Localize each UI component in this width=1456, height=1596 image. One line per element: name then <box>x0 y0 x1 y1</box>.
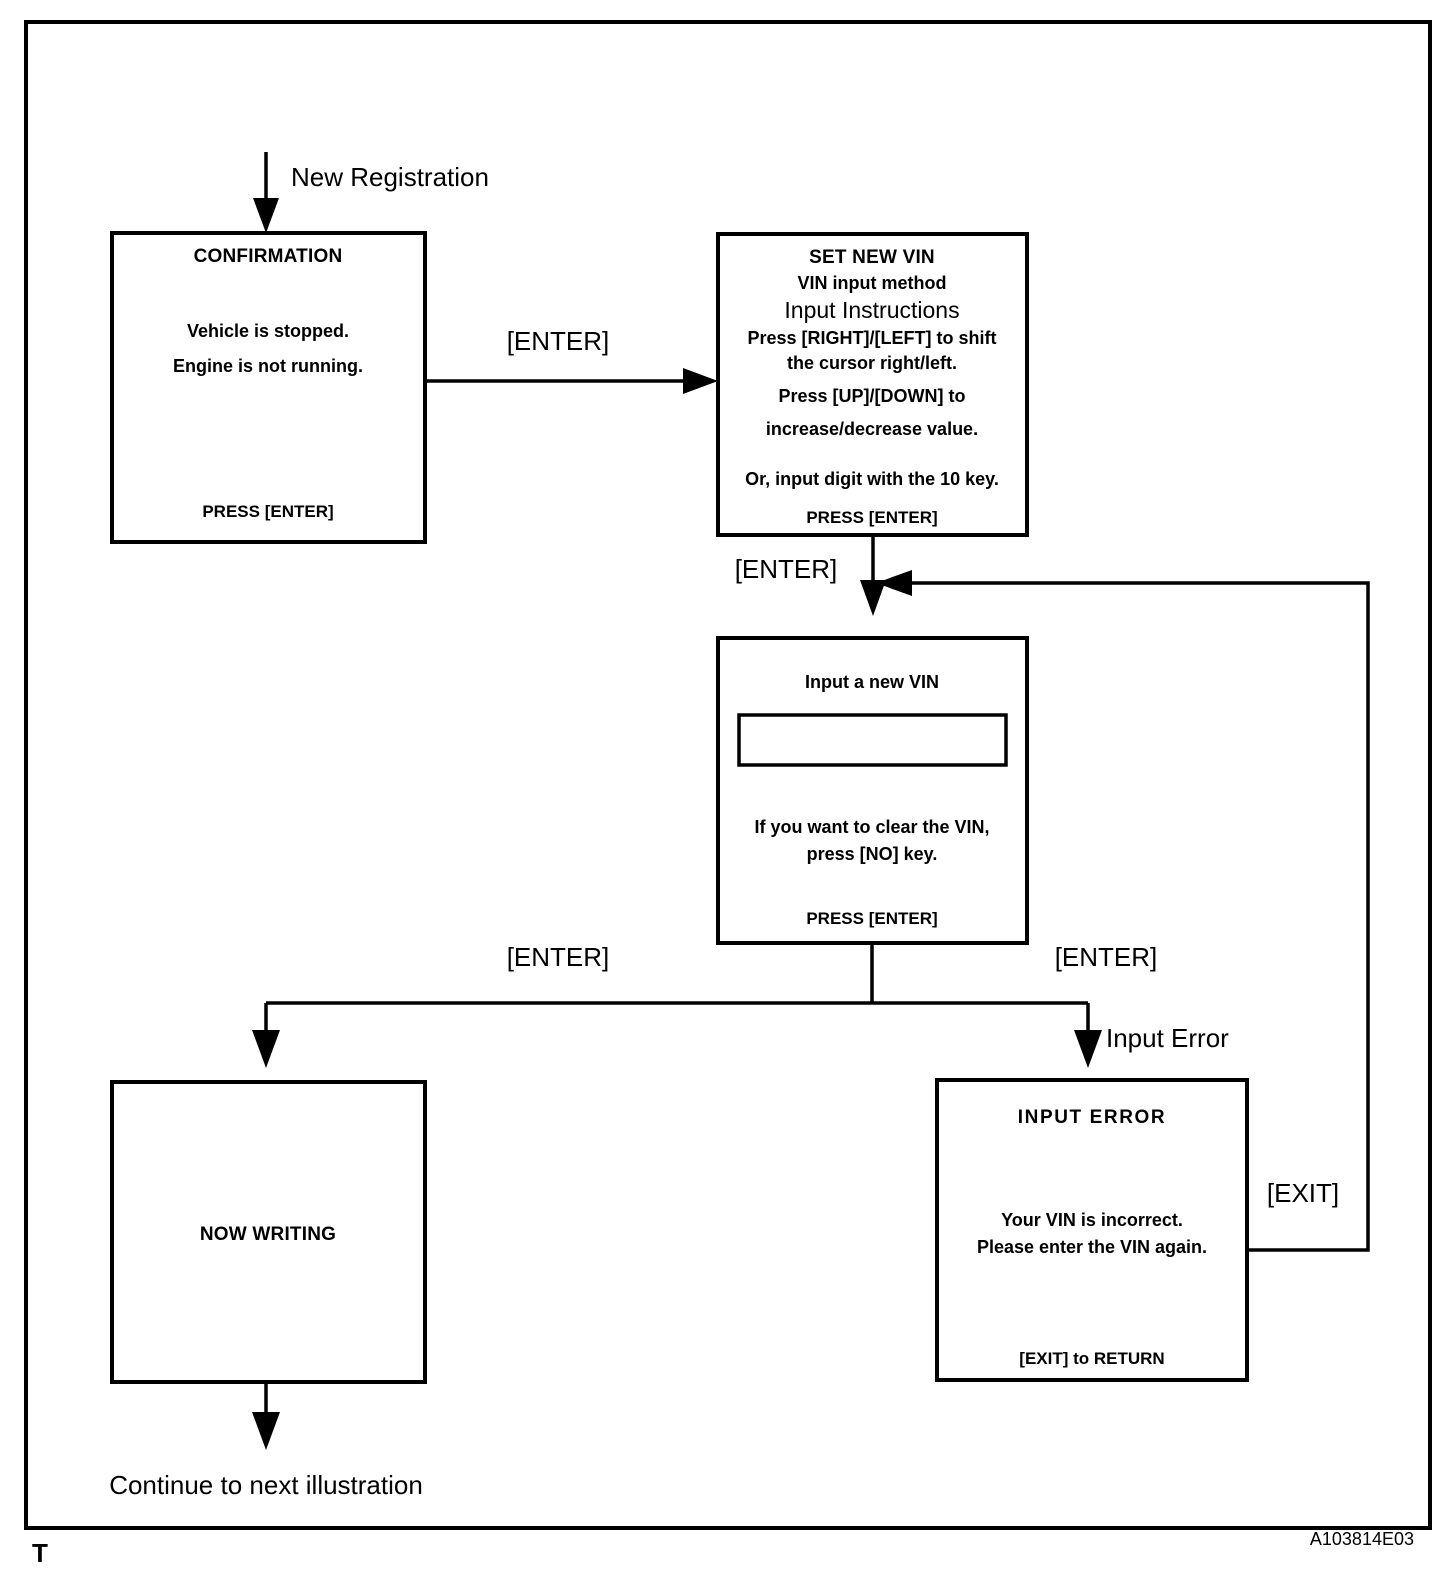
label-setvin-to-inputvin: [ENTER] <box>735 554 838 584</box>
confirmation-line-1: Vehicle is stopped. <box>187 321 349 341</box>
setvin-line-1: Press [RIGHT]/[LEFT] to shift <box>748 328 997 348</box>
entry-label: New Registration <box>291 162 489 192</box>
vin-input-field[interactable] <box>737 713 1008 767</box>
label-confirm-to-setvin: [ENTER] <box>507 326 610 356</box>
screen-now-writing[interactable]: NOW WRITING <box>110 1080 427 1384</box>
inputerror-footer: [EXIT] to RETURN <box>1019 1349 1164 1368</box>
inputerror-line-2: Please enter the VIN again. <box>977 1237 1207 1257</box>
confirmation-title: CONFIRMATION <box>194 246 343 267</box>
arrowhead-down-icon <box>860 580 886 616</box>
setvin-subtitle: VIN input method <box>798 273 947 293</box>
arrowhead-left-icon <box>876 570 912 596</box>
setvin-footer: PRESS [ENTER] <box>806 508 937 527</box>
inputvin-title: Input a new VIN <box>805 672 939 692</box>
inputvin-footer: PRESS [ENTER] <box>806 909 937 928</box>
inputerror-line-1: Your VIN is incorrect. <box>1001 1210 1183 1230</box>
label-input-to-writing: [ENTER] <box>507 942 610 972</box>
screen-set-new-vin[interactable]: SET NEW VIN VIN input method Input Instr… <box>716 232 1029 537</box>
setvin-title: SET NEW VIN <box>809 247 935 268</box>
screen-confirmation[interactable]: CONFIRMATION Vehicle is stopped. Engine … <box>110 231 427 544</box>
setvin-line-2: the cursor right/left. <box>787 353 957 373</box>
screen-input-error[interactable]: INPUT ERROR Your VIN is incorrect. Pleas… <box>935 1078 1249 1382</box>
inputerror-title: INPUT ERROR <box>1018 1107 1167 1128</box>
arrowhead-down-icon-right <box>1074 1030 1102 1068</box>
label-error-return: [EXIT] <box>1267 1178 1339 1208</box>
sheet-mark: T <box>32 1538 48 1568</box>
illustration-border <box>24 20 1432 1530</box>
branch-from-inputvin <box>252 943 1102 1068</box>
arrow-confirmation-to-setvin <box>425 368 718 394</box>
setvin-extra-line: Or, input digit with the 10 key. <box>745 469 999 489</box>
label-input-to-error: [ENTER] <box>1055 942 1158 972</box>
figure-id-code: A103814E03 <box>1310 1529 1414 1549</box>
arrowhead-down-icon-left <box>252 1030 280 1068</box>
setvin-heading: Input Instructions <box>784 297 959 323</box>
screen-input-new-vin[interactable]: Input a new VIN If you want to clear the… <box>716 636 1029 945</box>
arrowhead-right-icon <box>683 368 718 394</box>
exit-label: Continue to next illustration <box>109 1470 423 1500</box>
nowwriting-title: NOW WRITING <box>200 1224 336 1245</box>
setvin-line-4: increase/decrease value. <box>766 419 978 439</box>
inputvin-line-2: press [NO] key. <box>807 844 938 864</box>
setvin-line-3: Press [UP]/[DOWN] to <box>778 386 965 406</box>
return-loop-exit <box>876 570 1370 1252</box>
entry-arrow <box>253 152 279 233</box>
inputvin-line-1: If you want to clear the VIN, <box>754 817 989 837</box>
arrowhead-down-icon-exit <box>252 1412 280 1450</box>
confirmation-footer: PRESS [ENTER] <box>202 502 333 521</box>
arrow-setvin-to-inputvin <box>860 535 886 616</box>
confirmation-line-2: Engine is not running. <box>173 356 363 376</box>
arrowhead-down-icon <box>253 198 279 233</box>
exit-arrow <box>252 1382 280 1450</box>
label-input-error-note: Input Error <box>1106 1023 1229 1053</box>
